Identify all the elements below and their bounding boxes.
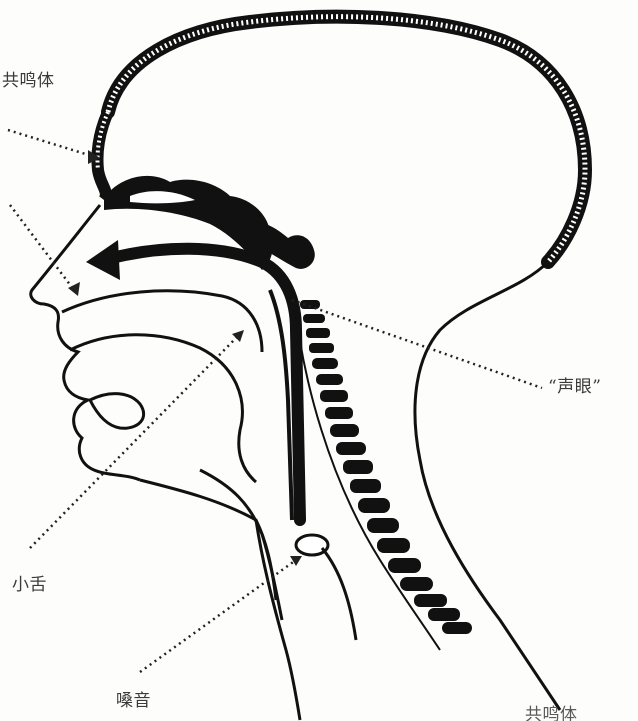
pointer-larynx xyxy=(140,560,296,672)
spine-vertebrae xyxy=(300,300,472,634)
tongue-outline xyxy=(70,335,256,482)
label-larynx: 嗓音 xyxy=(116,686,151,711)
neck-front xyxy=(256,520,300,720)
label-uvula: 小舌 xyxy=(12,570,47,595)
larynx-ellipse xyxy=(296,535,328,555)
pointer-arrow-uvula xyxy=(232,330,244,342)
larynx-tube xyxy=(322,548,356,640)
label-bottom-partial: 共鸣体 xyxy=(525,700,578,721)
neck-back xyxy=(415,262,560,710)
pointer-uvula xyxy=(30,336,238,548)
pharynx-wall xyxy=(270,290,292,520)
throat-front xyxy=(140,480,276,600)
skull-outline xyxy=(108,17,585,262)
throat-front-2 xyxy=(200,470,282,620)
lower-lip-loop xyxy=(90,394,144,429)
label-voice-eye: “声眼” xyxy=(548,372,601,397)
hard-palate xyxy=(62,291,262,352)
label-resonator: 共鸣体 xyxy=(2,66,55,91)
airflow-arrowhead xyxy=(86,240,120,280)
pointer-arrow-resonator-lower xyxy=(68,282,80,296)
pointer-resonator-upper xyxy=(8,130,92,156)
